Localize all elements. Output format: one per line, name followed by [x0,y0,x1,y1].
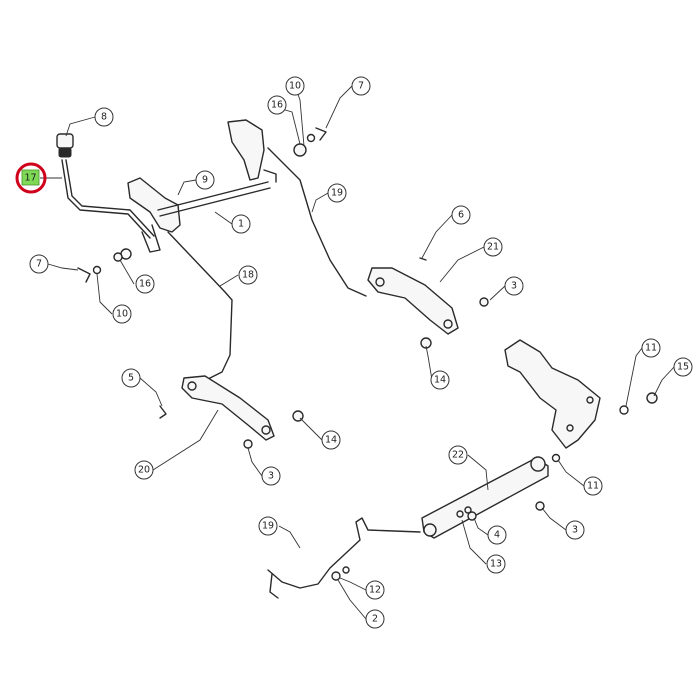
callout-12[interactable]: 12 [365,580,385,600]
callout-label: 14 [325,435,337,446]
callout-19-upper[interactable]: 19 [327,183,347,203]
callout-6[interactable]: 6 [451,205,471,225]
callout-16-left[interactable]: 16 [135,274,155,294]
callout-label: 3 [268,471,274,482]
callout-10-left[interactable]: 10 [112,304,132,324]
link-rod-18 [167,231,233,381]
callout-label: 16 [271,100,283,111]
callout-label: 7 [36,259,42,270]
callout-13[interactable]: 13 [486,554,506,574]
callouts: 17 8 9 1 7 16 10 10 [15,76,693,629]
callout-8[interactable]: 8 [94,107,114,127]
handle-lever [56,133,155,239]
callout-4[interactable]: 4 [487,525,507,545]
callout-3-lower[interactable]: 3 [565,520,585,540]
callout-label: 12 [369,585,381,596]
callout-5[interactable]: 5 [121,368,141,388]
bolt-15 [646,392,658,404]
callout-label: 2 [372,614,378,625]
highlight-tag [21,169,40,186]
callout-20[interactable]: 20 [134,460,154,480]
callout-label: 3 [511,281,517,292]
callout-10-top[interactable]: 10 [285,76,305,96]
callout-label: 13 [490,559,502,570]
callout-label: 18 [242,270,254,281]
callout-label: 10 [289,81,301,92]
callout-11-upper[interactable]: 11 [641,338,661,358]
callout-14-right[interactable]: 14 [430,370,450,390]
callout-label: 21 [487,242,499,253]
callout-label: 4 [494,530,500,541]
callout-label: 3 [572,525,578,536]
callout-3-upper[interactable]: 3 [504,276,524,296]
callout-7-top[interactable]: 7 [351,76,371,96]
lift-arm-21 [367,267,459,335]
callout-label: 17 [24,173,36,184]
callout-label: 15 [677,362,689,373]
callout-11-lower[interactable]: 11 [583,476,603,496]
pin-12 [331,571,341,581]
callout-7-left[interactable]: 7 [29,254,49,274]
callout-label: 16 [139,279,151,290]
callout-label: 7 [358,81,364,92]
callout-label: 14 [434,375,446,386]
part-drawings [56,119,658,599]
callout-21[interactable]: 21 [483,237,503,257]
callout-9[interactable]: 9 [195,170,215,190]
callout-2[interactable]: 2 [365,609,385,629]
callout-label: 11 [587,481,599,492]
callout-label: 6 [458,210,464,221]
callout-label: 19 [331,188,343,199]
callout-18[interactable]: 18 [238,265,258,285]
callout-16-top[interactable]: 16 [267,95,287,115]
lift-arm-20 [181,375,275,441]
callout-14-left[interactable]: 14 [321,430,341,450]
leader-lines [40,85,675,620]
callout-label: 8 [101,112,107,123]
mounting-bracket [504,339,601,449]
callout-label: 9 [202,175,208,186]
callout-label: 11 [645,343,657,354]
nut-3-left [243,439,253,449]
callout-label: 5 [128,373,134,384]
callout-19-lower[interactable]: 19 [258,516,278,536]
highlight-ring [15,162,47,194]
callout-1[interactable]: 1 [231,214,251,234]
callout-3-left[interactable]: 3 [261,466,281,486]
callout-label: 1 [238,219,244,230]
nut-3-upper [479,297,489,307]
lower-shaft-22 [421,457,549,539]
callout-17[interactable]: 17 [15,162,47,194]
lift-shaft-assembly [77,119,277,283]
callout-label: 10 [116,309,128,320]
callout-label: 19 [262,521,274,532]
callout-22[interactable]: 22 [448,445,468,465]
callout-label: 20 [138,465,150,476]
callout-label: 22 [452,450,464,461]
callout-15[interactable]: 15 [673,357,693,377]
link-rod-19-lower [267,517,421,589]
link-rod-19-upper [267,147,367,297]
